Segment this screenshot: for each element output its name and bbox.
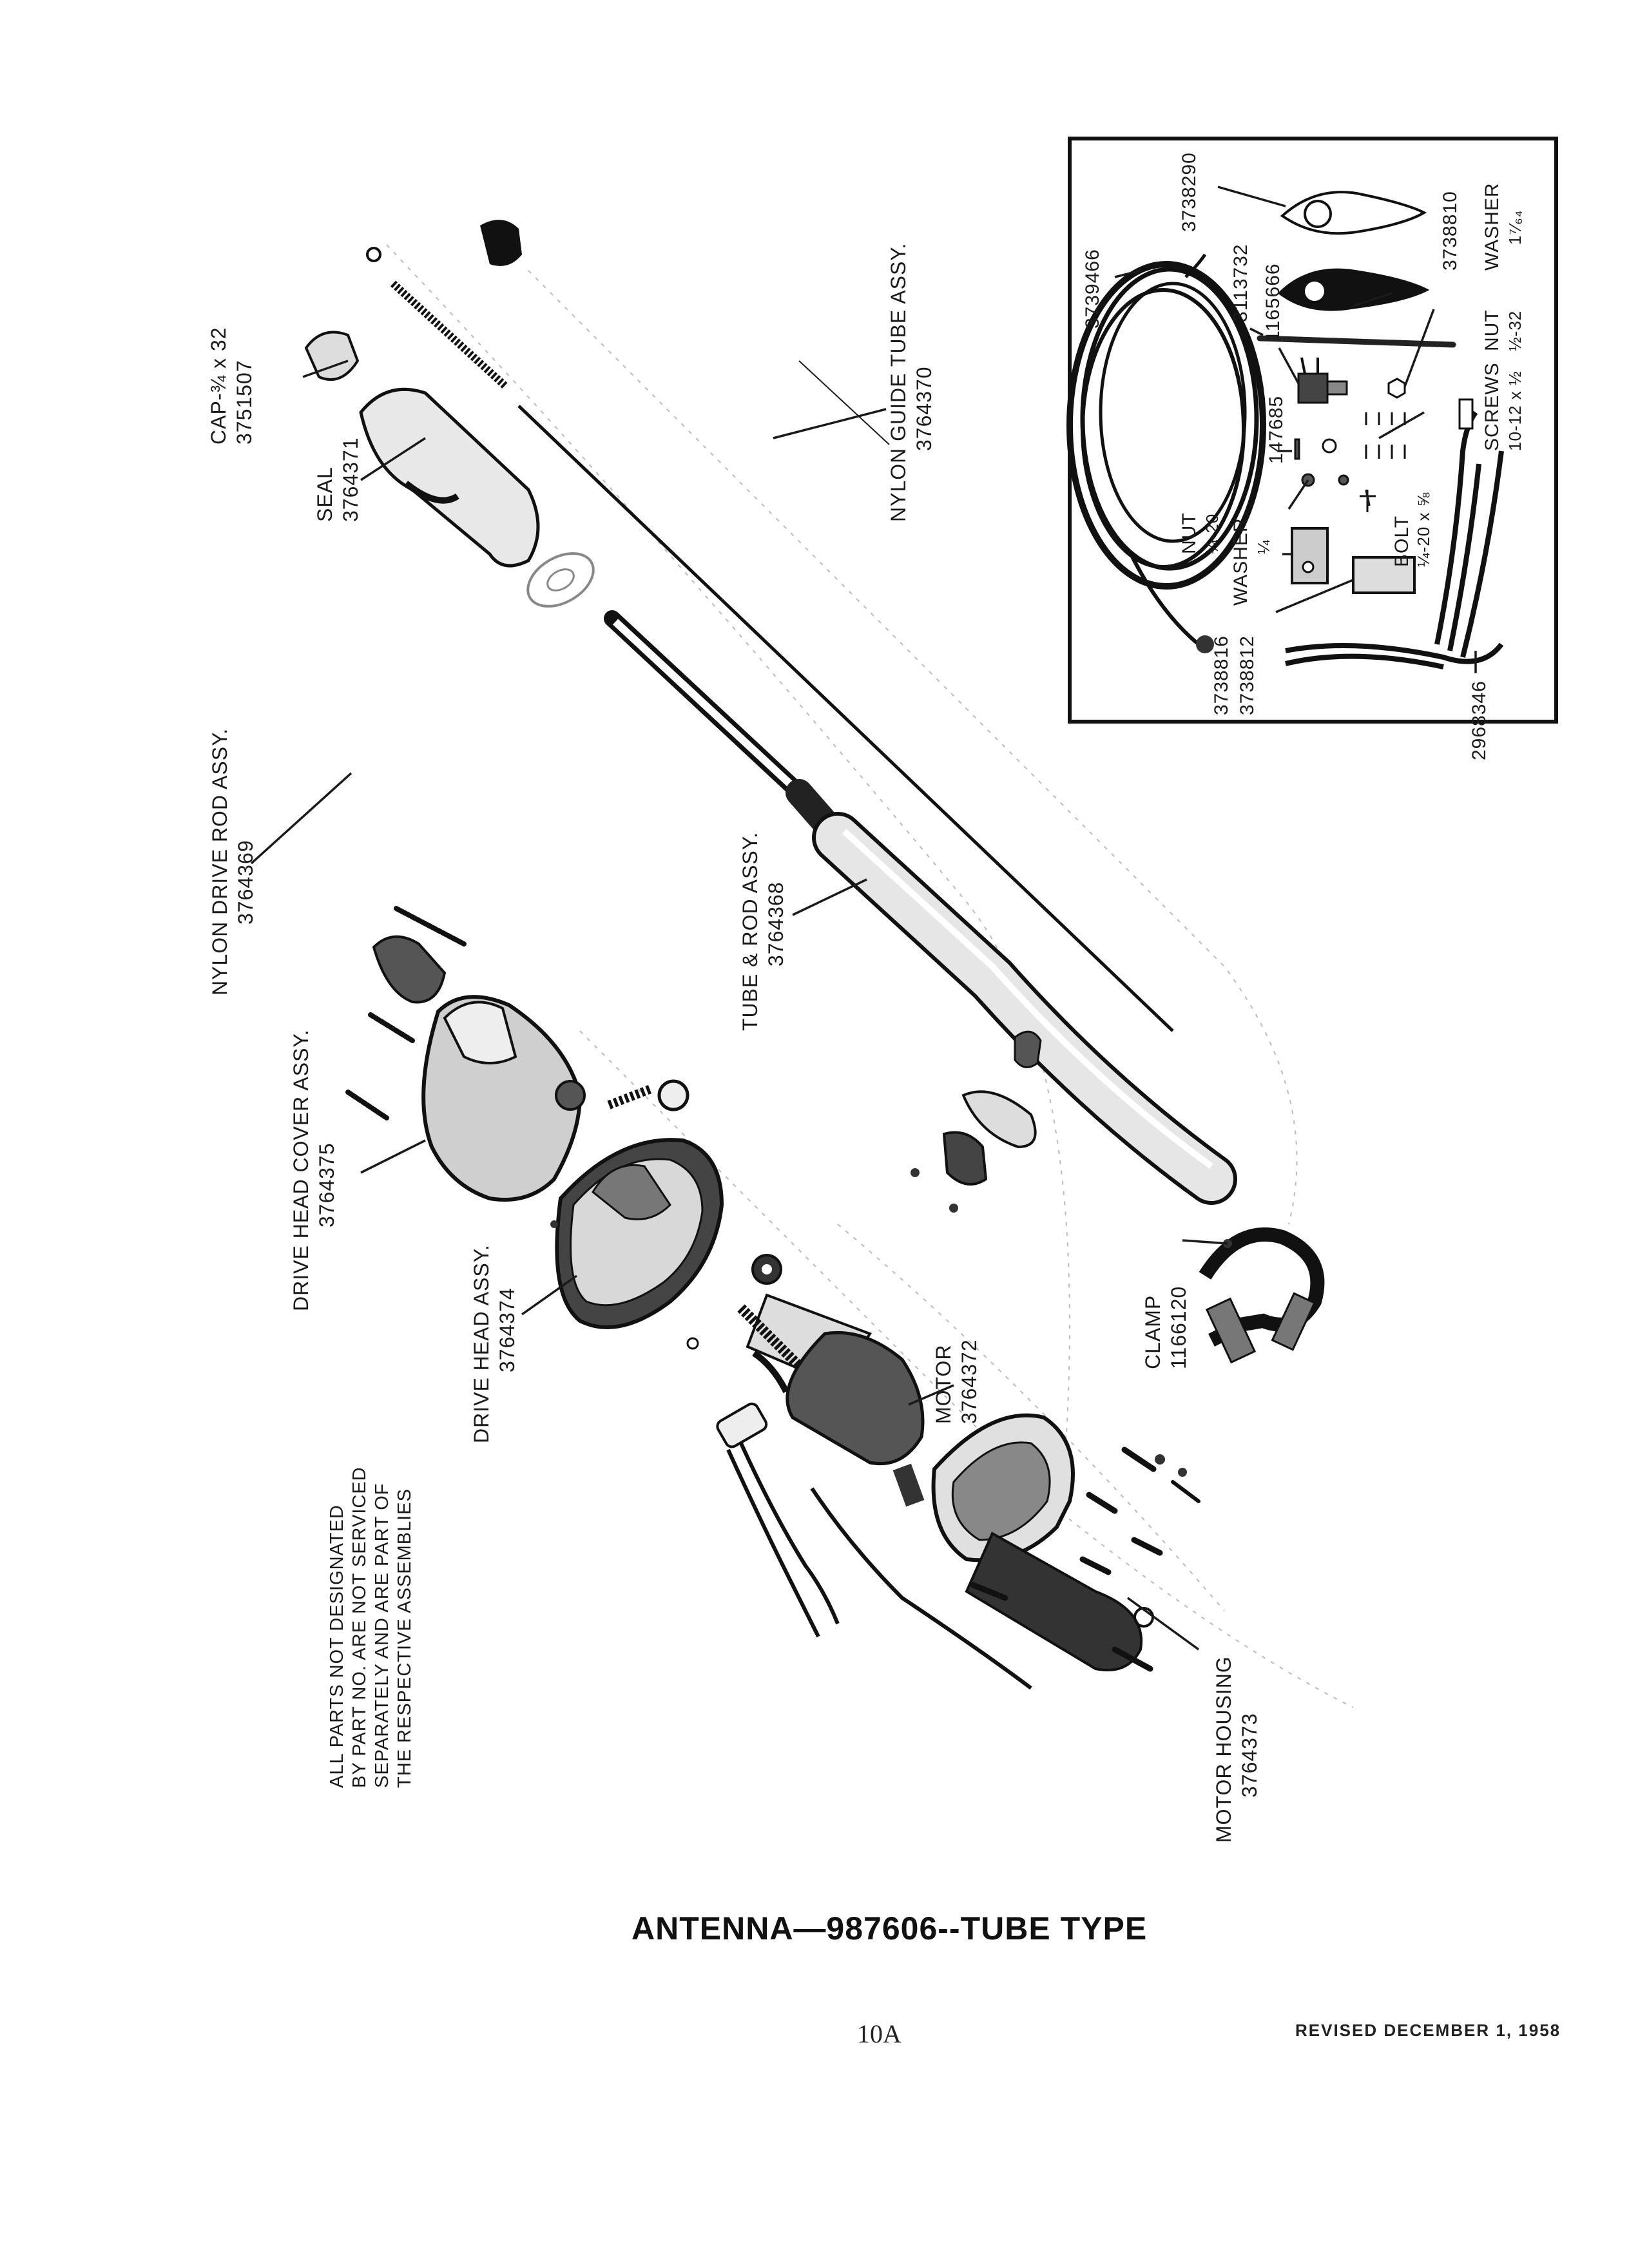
label-seal-num: 3764371 bbox=[339, 437, 362, 522]
main-leaders bbox=[250, 360, 1228, 1651]
label-washer2: WASHER bbox=[1481, 182, 1503, 271]
label-nut-size: ¼-20 bbox=[1202, 514, 1222, 554]
drive-rod-coil bbox=[390, 280, 509, 390]
cable-coil bbox=[1066, 253, 1266, 646]
spring bbox=[607, 1084, 653, 1110]
label-2968346: 2968346 bbox=[1469, 680, 1490, 760]
mount-plate bbox=[961, 1090, 1037, 1149]
label-cap: CAP-¾ x 32 bbox=[207, 327, 230, 445]
label-tube-rod: TUBE & ROD ASSY. bbox=[738, 832, 762, 1031]
page-number: 10A bbox=[857, 2019, 901, 2048]
label-screws-size: 10-12 x ½ bbox=[1505, 370, 1525, 451]
label-nylon-drive-num: 3764369 bbox=[234, 840, 257, 925]
escutcheon-3738290 bbox=[1280, 191, 1427, 235]
label-washer-size: ¼ bbox=[1254, 539, 1273, 554]
screws-lower bbox=[970, 1446, 1200, 1672]
note-line-2: BY PART NO. ARE NOT SERVICED bbox=[349, 1466, 370, 1788]
bushing bbox=[1014, 1030, 1042, 1068]
label-clamp: CLAMP bbox=[1141, 1295, 1164, 1369]
label-nut: NUT bbox=[1179, 512, 1200, 554]
label-tube-rod-num: 3764368 bbox=[764, 881, 787, 966]
bearing bbox=[372, 935, 447, 1004]
motor-leads bbox=[726, 1442, 1032, 1690]
label-bolt-size: ¼-20 x ⅝ bbox=[1414, 492, 1433, 567]
switch-1165666 bbox=[1297, 357, 1348, 404]
cap-part bbox=[304, 331, 360, 381]
label-nylon-guide-num: 3764370 bbox=[912, 366, 936, 451]
label-drive-head-cover: DRIVE HEAD COVER ASSY. bbox=[289, 1029, 313, 1311]
label-bolt: BOLT bbox=[1391, 515, 1412, 567]
inset-leaders bbox=[1114, 186, 1477, 673]
label-motor-housing: MOTOR HOUSING bbox=[1212, 1656, 1235, 1843]
seal-part bbox=[359, 387, 540, 568]
label-seal: SEAL bbox=[313, 466, 336, 522]
label-nylon-drive: NYLON DRIVE ROD ASSY. bbox=[208, 728, 231, 995]
label-cap-num: 3751507 bbox=[233, 360, 256, 445]
label-motor: MOTOR bbox=[932, 1344, 955, 1424]
motor-part bbox=[716, 1293, 925, 1466]
label-3113732: 3113732 bbox=[1230, 244, 1251, 322]
label-clamp-num: 1166120 bbox=[1167, 1286, 1190, 1369]
page-title: ANTENNA—987606--TUBE TYPE bbox=[631, 1910, 1147, 1946]
label-drive-head-cover-num: 3764375 bbox=[315, 1142, 338, 1227]
note-line-4: THE RESPECTIVE ASSEMBLIES bbox=[394, 1488, 415, 1788]
label-3738812: 3738812 bbox=[1237, 635, 1258, 715]
small-hardware bbox=[1294, 378, 1406, 512]
motor-housing bbox=[931, 1413, 1143, 1671]
screw-plug bbox=[657, 1079, 689, 1111]
screws-upper bbox=[345, 906, 467, 1120]
label-motor-num: 3764372 bbox=[958, 1339, 981, 1424]
revision-date: REVISED DECEMBER 1, 1958 bbox=[1295, 2021, 1561, 2040]
label-washer2-size: 1⁷⁄₆₄ bbox=[1505, 210, 1525, 245]
gasket-ring bbox=[526, 552, 595, 608]
cable-end bbox=[1196, 635, 1214, 653]
bracket-3738812 bbox=[1352, 556, 1416, 594]
label-nut2: NUT bbox=[1481, 309, 1503, 351]
label-nylon-guide: NYLON GUIDE TUBE ASSY. bbox=[887, 243, 910, 522]
label-147685: 147685 bbox=[1266, 396, 1287, 464]
label-1165666: 1165666 bbox=[1262, 263, 1284, 341]
antenna-top-cap bbox=[480, 220, 522, 266]
label-washer: WASHER bbox=[1230, 517, 1251, 606]
antenna-tip-ball bbox=[366, 247, 381, 262]
label-nut2-size: ½-32 bbox=[1505, 311, 1525, 351]
label-3738810: 3738810 bbox=[1440, 191, 1461, 271]
bracket-3738816 bbox=[1291, 527, 1329, 584]
rod-3113732 bbox=[1257, 335, 1456, 348]
label-3739466: 3739466 bbox=[1082, 249, 1103, 329]
antenna-mast bbox=[517, 405, 1174, 1032]
label-drive-head: DRIVE HEAD ASSY. bbox=[470, 1244, 493, 1443]
label-motor-housing-num: 3764373 bbox=[1238, 1713, 1261, 1798]
label-screws: SCREWS bbox=[1481, 362, 1503, 451]
label-drive-head-num: 3764374 bbox=[496, 1287, 519, 1372]
gasket-3738810 bbox=[1277, 268, 1430, 311]
inset-panel: 3739466 3738290 3738810 3113732 1165666 … bbox=[1066, 137, 1558, 760]
alignment-guides bbox=[386, 244, 1354, 1708]
note-line-1: ALL PARTS NOT DESIGNATED bbox=[327, 1504, 347, 1788]
label-3738816: 3738816 bbox=[1211, 635, 1232, 715]
main-diagram: CAP-¾ x 32 3751507 SEAL 3764371 NYLON GU… bbox=[207, 220, 1354, 1843]
label-3738290: 3738290 bbox=[1179, 152, 1200, 232]
grommet bbox=[942, 1131, 988, 1186]
note-line-3: SEPARATELY AND ARE PART OF bbox=[372, 1483, 392, 1788]
